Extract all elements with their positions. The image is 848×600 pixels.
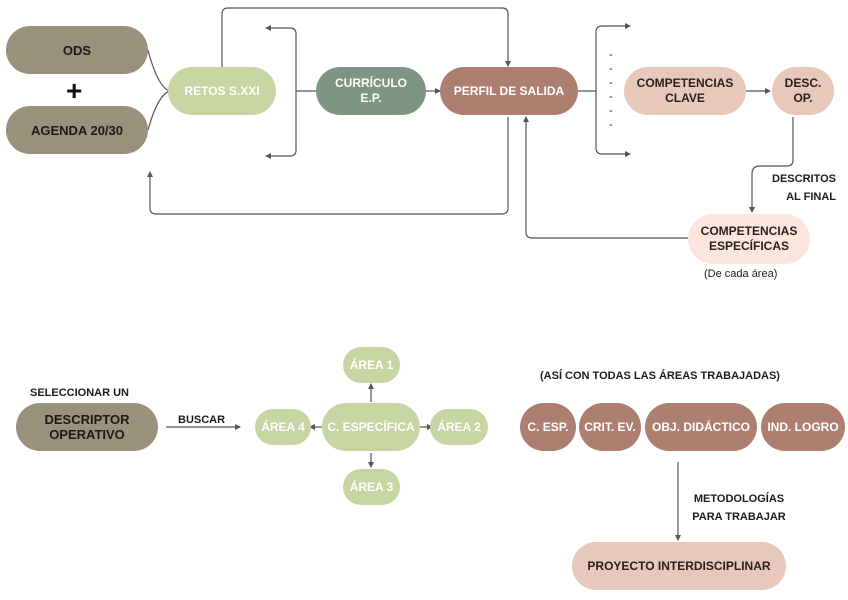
area-4-node: ÁREA 4 (255, 409, 311, 445)
connector-bracket-dashes (595, 23, 631, 157)
competencias-especificas-node: COMPETENCIAS ESPECÍFICAS (688, 214, 810, 264)
descriptor-operativo-node: DESCRIPTOR OPERATIVO (16, 403, 158, 451)
ind-logro-node: IND. LOGRO (761, 403, 845, 451)
connector-bracket-curriculo (265, 25, 297, 159)
curriculo-node: CURRÍCULO E.P. (316, 67, 426, 115)
plus-sign: + (66, 75, 83, 106)
perfil-de-salida-node: PERFIL DE SALIDA (440, 67, 578, 115)
connector-descop-especificas (749, 117, 794, 213)
connector-retos-perfil-top (221, 7, 511, 70)
buscar-label: BUSCAR (178, 414, 226, 426)
asi-con-todas-note: (ASÍ CON TODAS LAS ÁREAS TRABAJADAS) (540, 370, 780, 382)
obj-didactico-node: OBJ. DIDÁCTICO (645, 403, 757, 451)
desc-op-node: DESC. OP. (772, 67, 834, 115)
connector-agenda-retos (147, 90, 171, 131)
area-3-node: ÁREA 3 (343, 469, 400, 505)
connector-ods-retos (147, 49, 171, 92)
seleccionar-un-label: SELECCIONAR UN (30, 387, 130, 399)
competencias-clave-node: COMPETENCIAS CLAVE (624, 67, 746, 115)
metodologias-label: METODOLOGÍAS PARA TRABAJAR (692, 493, 786, 523)
connector-perfil-loop (147, 117, 509, 215)
crit-ev-node: CRIT. EV. (579, 403, 641, 451)
area-1-node: ÁREA 1 (343, 347, 400, 383)
retos-node: RETOS S.XXI (168, 67, 276, 115)
ods-node: ODS (6, 26, 148, 74)
de-cada-area-note: (De cada área) (704, 268, 778, 280)
dash-list: - - - - - - (609, 49, 613, 131)
area-2-node: ÁREA 2 (430, 409, 488, 445)
descritos-al-final-label: DESCRITOS AL FINAL (772, 173, 836, 203)
proyecto-interdisciplinar-node: PROYECTO INTERDISCIPLINAR (572, 542, 786, 590)
c-esp-node: C. ESP. (520, 403, 576, 451)
agenda-node: AGENDA 20/30 (6, 106, 148, 154)
c-especifica-node: C. ESPECÍFICA (322, 403, 420, 451)
connector-especificas-perfil (523, 116, 688, 239)
